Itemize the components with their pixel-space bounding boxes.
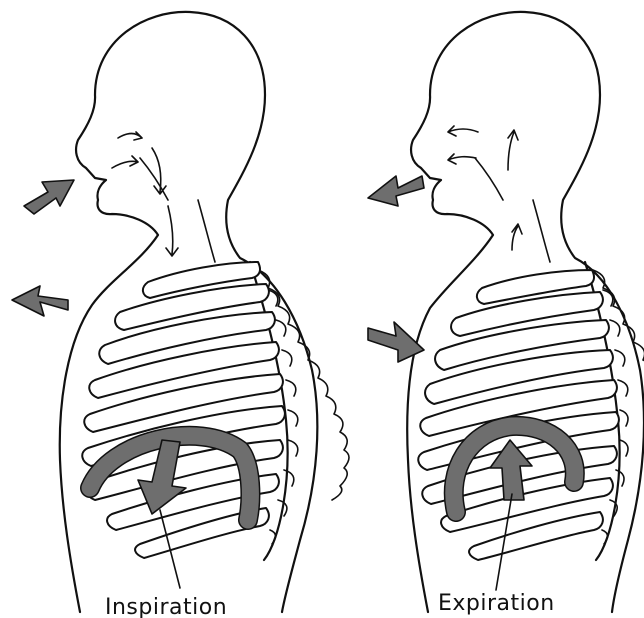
inspiration-panel: Inspiration <box>12 12 349 618</box>
inspiration-outflow-arrow <box>12 286 68 316</box>
inspiration-inflow-arrow <box>24 180 74 214</box>
expiration-airflow-arrows <box>448 126 522 250</box>
expiration-panel: Expiration <box>368 12 644 616</box>
expiration-outflow-arrow <box>368 176 424 206</box>
inspiration-airway <box>140 158 215 262</box>
expiration-label: Expiration <box>438 591 555 616</box>
inspiration-airflow-arrows <box>112 132 178 256</box>
inspiration-label: Inspiration <box>105 595 227 618</box>
expiration-inflow-arrow <box>368 322 424 362</box>
